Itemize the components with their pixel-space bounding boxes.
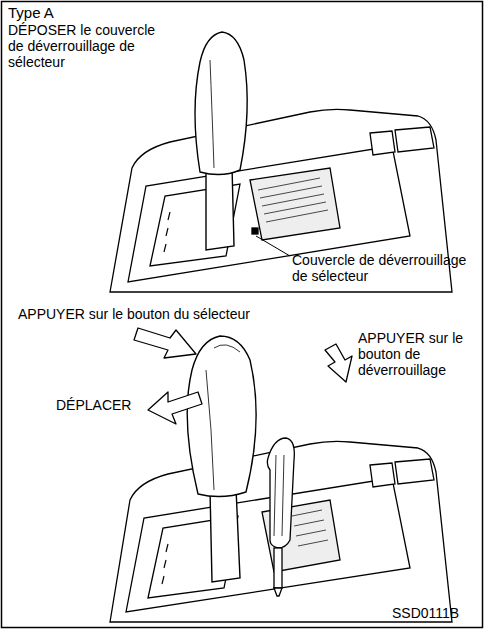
instruction-label: DÉPOSER le couvercle de déverrouillage d…: [8, 22, 173, 70]
arrows: [134, 328, 352, 424]
screwdriver: [267, 438, 294, 596]
indicator-marks-upper: [164, 212, 170, 252]
instruction-label: APPUYER sur le bouton du sélecteur: [18, 306, 318, 322]
shift-lever-upper: [195, 32, 247, 250]
figure-title: Type A: [8, 5, 88, 21]
shift-lever-lower: [187, 336, 256, 582]
instruction-label: APPUYER sur le bouton de déverrouillage: [358, 330, 473, 378]
hatching-upper: [258, 178, 328, 222]
figure-code: SSD0111B: [392, 605, 478, 621]
part-label: Couvercle de déverrouillage de sélecteur: [292, 252, 477, 284]
indicator-marks-lower: [162, 544, 168, 584]
leader-line: [256, 236, 290, 256]
action-label: DÉPLACER: [56, 397, 146, 413]
hatching-lower: [292, 510, 328, 546]
